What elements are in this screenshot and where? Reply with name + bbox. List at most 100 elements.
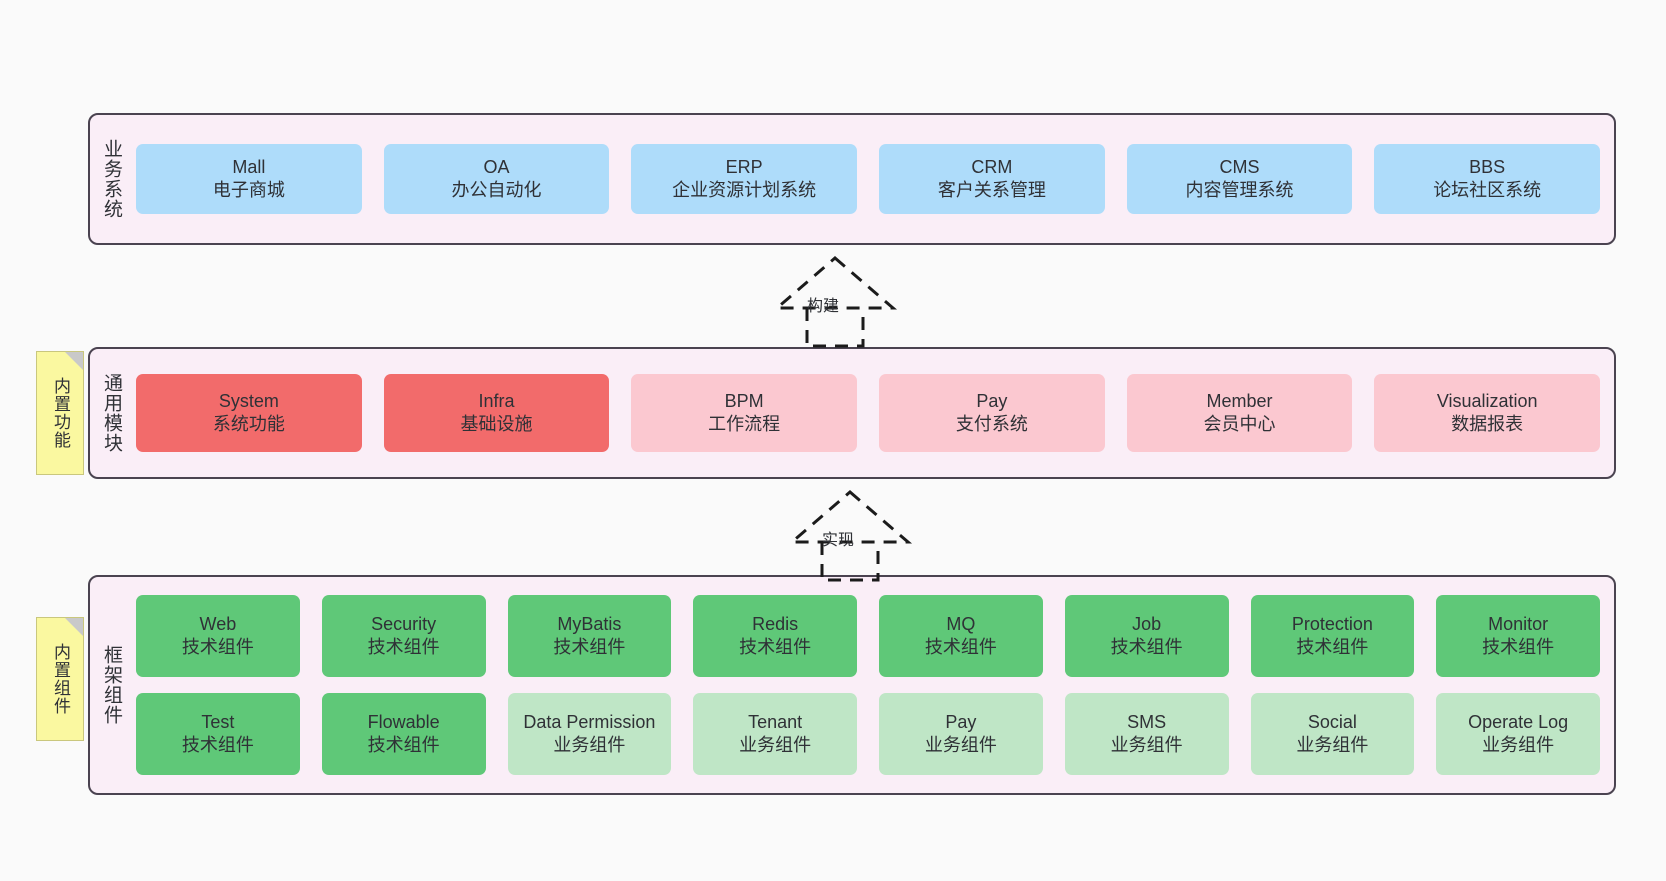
module-desc: 业务组件 [739, 735, 812, 755]
module-card-web[interactable]: Web 技术组件 [136, 595, 300, 677]
module-desc: 业务组件 [553, 735, 626, 755]
module-name: OA [483, 156, 510, 177]
layer-body-business: Mall 电子商城 OA 办公自动化 ERP 企业资源计划系统 CRM 客户关系… [132, 115, 1614, 243]
layer-business-systems: 业务系统 Mall 电子商城 OA 办公自动化 ERP 企业资源计划系统 CRM… [88, 113, 1616, 245]
module-name: BBS [1469, 156, 1506, 177]
module-desc: 技术组件 [553, 637, 626, 657]
connector-implement: 实现 [760, 486, 940, 582]
module-card-visualization[interactable]: Visualization 数据报表 [1374, 374, 1601, 452]
note-built-in-features: 内置功能 [36, 351, 84, 475]
module-card-pay[interactable]: Pay 支付系统 [879, 374, 1105, 452]
layer-body-common: System 系统功能 Infra 基础设施 BPM 工作流程 Pay 支付系统… [132, 349, 1614, 477]
module-desc: 基础设施 [460, 414, 533, 434]
module-name: MQ [946, 613, 976, 634]
module-desc: 会员中心 [1203, 414, 1276, 434]
layer-body-framework: Web 技术组件 Security 技术组件 MyBatis 技术组件 Redi… [132, 577, 1614, 793]
module-card-pay-business[interactable]: Pay 业务组件 [879, 693, 1043, 775]
note-label: 内置组件 [51, 643, 71, 715]
module-card-test[interactable]: Test 技术组件 [136, 693, 300, 775]
row: System 系统功能 Infra 基础设施 BPM 工作流程 Pay 支付系统… [136, 374, 1601, 452]
module-card-flowable[interactable]: Flowable 技术组件 [321, 693, 486, 775]
note-fold-icon [65, 352, 83, 370]
module-desc: 客户关系管理 [937, 180, 1046, 200]
module-card-mybatis[interactable]: MyBatis 技术组件 [507, 595, 672, 677]
module-card-system[interactable]: System 系统功能 [136, 374, 362, 452]
generalization-arrow-icon [787, 490, 913, 582]
module-name: Redis [752, 613, 799, 634]
generalization-arrow-icon [772, 256, 898, 348]
note-label: 内置功能 [51, 377, 71, 449]
row: Test 技术组件 Flowable 技术组件 Data Permission … [136, 693, 1600, 775]
module-name: System [218, 390, 279, 411]
module-name: Job [1132, 613, 1162, 634]
module-card-infra[interactable]: Infra 基础设施 [383, 374, 610, 452]
module-name: Test [201, 711, 235, 732]
module-desc: 数据报表 [1451, 414, 1524, 434]
note-fold-icon [65, 618, 83, 636]
module-name: Social [1307, 711, 1357, 732]
layer-title-business: 业务系统 [101, 139, 123, 219]
module-name: CRM [971, 156, 1013, 177]
module-desc: 技术组件 [367, 735, 440, 755]
module-card-redis[interactable]: Redis 技术组件 [693, 595, 857, 677]
module-name: ERP [725, 156, 763, 177]
module-card-mq[interactable]: MQ 技术组件 [879, 595, 1043, 677]
module-card-bbs[interactable]: BBS 论坛社区系统 [1374, 144, 1601, 214]
module-desc: 技术组件 [1482, 637, 1555, 657]
module-desc: 业务组件 [1296, 735, 1369, 755]
module-desc: 业务组件 [1482, 735, 1555, 755]
module-card-erp[interactable]: ERP 企业资源计划系统 [631, 144, 858, 214]
module-desc: 业务组件 [1110, 735, 1183, 755]
module-card-protection[interactable]: Protection 技术组件 [1250, 595, 1415, 677]
module-name: Security [371, 613, 437, 634]
module-card-security[interactable]: Security 技术组件 [321, 595, 486, 677]
module-card-data-permission[interactable]: Data Permission 业务组件 [507, 693, 672, 775]
module-name: Infra [478, 390, 515, 411]
layer-title-common: 通用模块 [101, 373, 123, 453]
module-card-monitor[interactable]: Monitor 技术组件 [1436, 595, 1600, 677]
module-card-cms[interactable]: CMS 内容管理系统 [1126, 144, 1353, 214]
module-card-bpm[interactable]: BPM 工作流程 [631, 374, 858, 452]
module-desc: 技术组件 [181, 735, 254, 755]
module-desc: 工作流程 [708, 414, 781, 434]
module-name: Mall [232, 156, 266, 177]
module-card-member[interactable]: Member 会员中心 [1126, 374, 1353, 452]
module-name: Pay [976, 390, 1008, 411]
layer-title-framework: 框架组件 [101, 645, 123, 725]
module-name: Protection [1291, 613, 1373, 634]
module-desc: 技术组件 [924, 637, 997, 657]
layer-framework-components: 框架组件 Web 技术组件 Security 技术组件 MyBatis 技术组件… [88, 575, 1616, 795]
module-name: SMS [1127, 711, 1167, 732]
layer-common-modules: 通用模块 System 系统功能 Infra 基础设施 BPM 工作流程 Pay… [88, 347, 1616, 479]
module-name: Visualization [1436, 390, 1538, 411]
module-name: CMS [1219, 156, 1260, 177]
module-card-mall[interactable]: Mall 电子商城 [136, 144, 362, 214]
row: Mall 电子商城 OA 办公自动化 ERP 企业资源计划系统 CRM 客户关系… [136, 144, 1601, 214]
module-desc: 支付系统 [955, 414, 1028, 434]
module-card-oa[interactable]: OA 办公自动化 [383, 144, 610, 214]
module-card-tenant[interactable]: Tenant 业务组件 [693, 693, 857, 775]
module-card-job[interactable]: Job 技术组件 [1064, 595, 1229, 677]
module-name: BPM [724, 390, 764, 411]
module-desc: 技术组件 [739, 637, 812, 657]
module-name: Member [1206, 390, 1273, 411]
module-card-social[interactable]: Social 业务组件 [1250, 693, 1415, 775]
module-name: Data Permission [523, 711, 656, 732]
module-name: Tenant [748, 711, 803, 732]
module-card-sms[interactable]: SMS 业务组件 [1064, 693, 1229, 775]
note-built-in-components: 内置组件 [36, 617, 84, 741]
module-desc: 技术组件 [181, 637, 254, 657]
module-name: Web [199, 613, 237, 634]
module-card-operate-log[interactable]: Operate Log 业务组件 [1436, 693, 1600, 775]
module-desc: 技术组件 [367, 637, 440, 657]
module-desc: 办公自动化 [451, 180, 542, 200]
connector-build: 构建 [745, 252, 925, 348]
module-desc: 系统功能 [212, 414, 285, 434]
module-desc: 技术组件 [1296, 637, 1369, 657]
module-name: Operate Log [1468, 711, 1569, 732]
module-name: Pay [945, 711, 977, 732]
module-card-crm[interactable]: CRM 客户关系管理 [879, 144, 1105, 214]
module-desc: 论坛社区系统 [1433, 180, 1542, 200]
module-name: Monitor [1488, 613, 1549, 634]
